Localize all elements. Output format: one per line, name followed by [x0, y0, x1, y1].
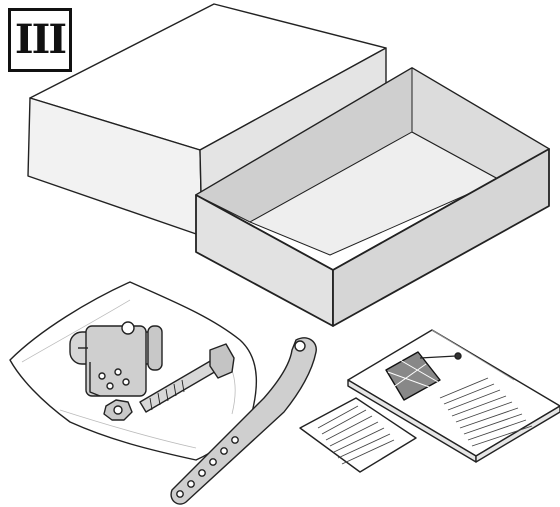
step-number-label: III — [15, 20, 65, 60]
step-number-badge: III — [8, 8, 72, 72]
